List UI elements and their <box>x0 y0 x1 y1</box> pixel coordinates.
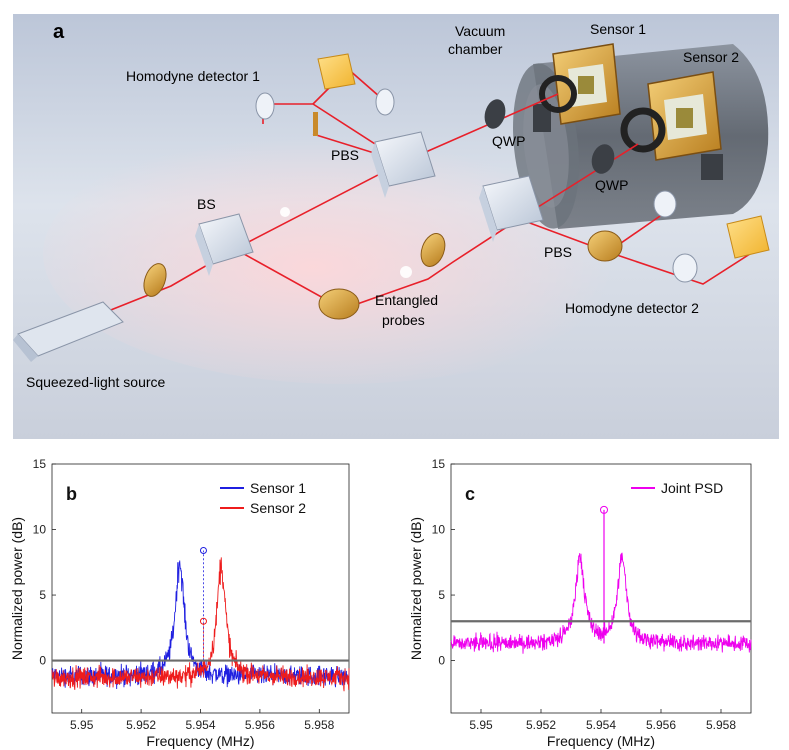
homodyne-detector-2-cube <box>726 215 770 259</box>
panel-letter-b: b <box>66 484 77 504</box>
y-axis-label: Normalized power (dB) <box>408 517 424 660</box>
x-tick-label: 5.954 <box>185 718 215 732</box>
x-tick-label: 5.952 <box>126 718 156 732</box>
series-line-joint-psd <box>450 552 752 654</box>
label-chamber: chamber <box>448 41 503 57</box>
legend-label: Joint PSD <box>661 480 723 496</box>
legend-label: Sensor 2 <box>250 500 306 516</box>
x-axis-label: Frequency (MHz) <box>547 733 655 749</box>
y-axis-label: Normalized power (dB) <box>9 517 25 660</box>
legend-label: Sensor 1 <box>250 480 306 496</box>
label-squeezed-light-source: Squeezed-light source <box>26 374 166 390</box>
label-homodyne-detector-1: Homodyne detector 1 <box>126 68 260 84</box>
label-bs: BS <box>197 196 216 212</box>
sensor2-chip <box>620 71 722 161</box>
signal-marker <box>199 546 207 554</box>
label-vacuum: Vacuum <box>455 23 505 39</box>
bs-spark <box>280 207 290 217</box>
y-tick-label: 15 <box>432 457 446 471</box>
x-tick-label: 5.958 <box>304 718 334 732</box>
sensor1-chip <box>539 43 621 125</box>
label-qwp-2: QWP <box>595 177 628 193</box>
qwp-2 <box>591 144 615 174</box>
y-tick-label: 15 <box>33 457 47 471</box>
vacuum-chamber <box>513 44 769 229</box>
phase-plate-top <box>313 112 318 136</box>
waveplate-2 <box>420 233 446 267</box>
plot-frame-b <box>51 463 350 714</box>
mirror-right-bottom <box>672 253 698 283</box>
y-tick-label: 10 <box>432 523 446 537</box>
plot-frame-c <box>450 463 752 714</box>
x-tick-label: 5.956 <box>646 718 676 732</box>
setup-illustration: a Homodyne detector 1 Vacuum chamber Sen… <box>13 14 779 439</box>
label-homodyne-detector-2: Homodyne detector 2 <box>565 300 699 316</box>
x-tick-label: 5.952 <box>526 718 556 732</box>
label-entangled: Entangled <box>375 292 438 308</box>
mirror-top-left <box>255 92 275 120</box>
waveplate-3 <box>587 230 623 262</box>
pbs-cube-top <box>371 131 436 198</box>
y-tick-label: 10 <box>33 523 47 537</box>
y-tick-label: 5 <box>39 588 46 602</box>
signal-spike-marker <box>600 505 608 514</box>
x-tick-label: 5.956 <box>245 718 275 732</box>
signal-marker <box>199 617 207 625</box>
x-tick-label: 5.954 <box>586 718 616 732</box>
pbs-cube-right <box>479 175 544 242</box>
mirror-gold-bottom <box>318 288 360 320</box>
x-tick-label: 5.958 <box>706 718 736 732</box>
homodyne-detector-1-cube <box>317 53 356 90</box>
label-pbs-top: PBS <box>331 147 359 163</box>
series-line-sensor-1 <box>51 560 350 689</box>
label-sensor-1: Sensor 1 <box>590 21 646 37</box>
label-pbs-right: PBS <box>544 244 572 260</box>
label-probes: probes <box>382 312 425 328</box>
label-sensor-2: Sensor 2 <box>683 49 739 65</box>
x-axis-label: Frequency (MHz) <box>146 733 254 749</box>
qwp-1 <box>484 99 506 129</box>
label-qwp-1: QWP <box>492 133 525 149</box>
beam-splitter-bs <box>195 213 254 276</box>
squeezed-light-source <box>13 301 124 362</box>
y-tick-label: 5 <box>438 588 445 602</box>
entanglement-spark <box>400 266 412 278</box>
x-tick-label: 5.95 <box>469 718 493 732</box>
panel-a-letter: a <box>53 21 65 43</box>
mirror-right-top <box>653 190 677 218</box>
mirror-top-right <box>375 88 395 116</box>
waveplate-1 <box>143 263 167 297</box>
y-tick-label: 0 <box>438 654 445 668</box>
x-tick-label: 5.95 <box>70 718 94 732</box>
series-line-sensor-2 <box>51 557 350 692</box>
y-tick-label: 0 <box>39 654 46 668</box>
panel-letter-c: c <box>465 484 475 504</box>
